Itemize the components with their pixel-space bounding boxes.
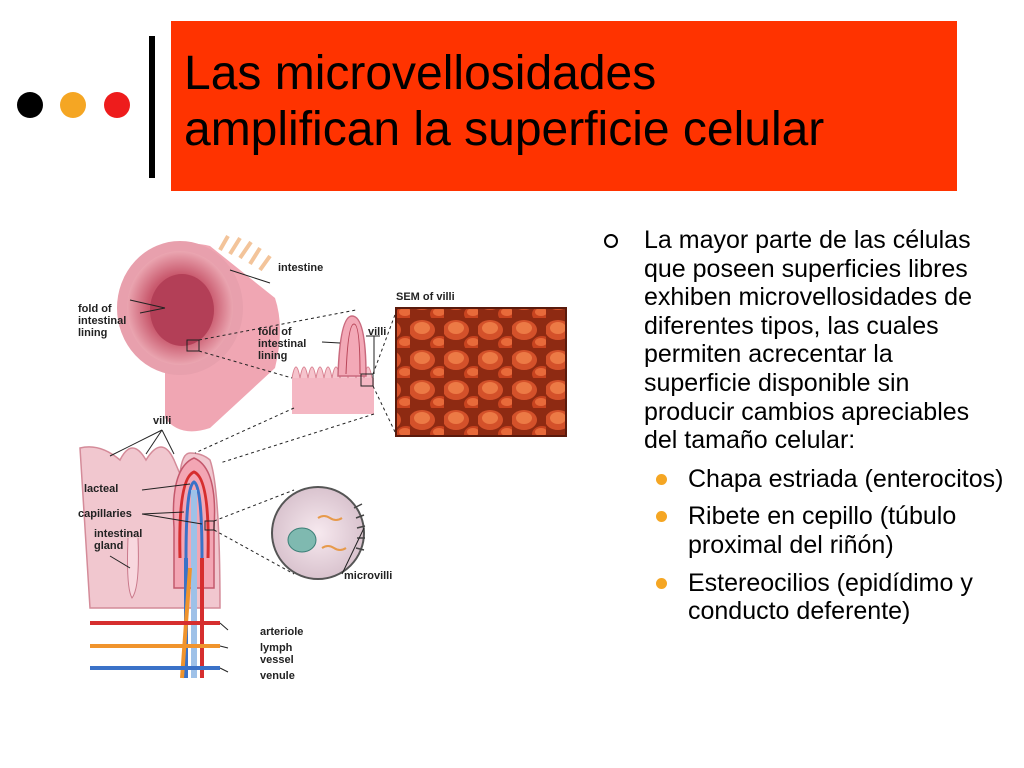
sub-bullet-item: Estereocilios (epidídimo y conducto defe… xyxy=(656,569,1004,626)
label-microvilli: microvilli xyxy=(344,570,393,582)
title-line-1: Las microvellosidades xyxy=(184,47,657,100)
sub-bullet-item: Ribete en cepillo (túbulo proximal del r… xyxy=(656,502,1004,559)
label-capillaries: capillaries xyxy=(78,508,132,520)
title-band xyxy=(171,21,957,191)
label-lymph-vessel: lymph vessel xyxy=(260,642,294,666)
sub-bullet-text: Chapa estriada (enterocitos) xyxy=(688,464,1004,493)
title-line-2: amplifican la superficie celular xyxy=(184,103,825,156)
orange-bullet-icon xyxy=(656,473,667,485)
ring-bullet-icon xyxy=(604,234,618,248)
villus-section xyxy=(79,446,221,679)
intestine-villi-illustration: intestine fold of intestinal lining fold… xyxy=(70,228,570,688)
label-intestinal-gland: intestinal gland xyxy=(94,528,143,552)
sub-bullet-text: Ribete en cepillo (túbulo proximal del r… xyxy=(688,502,957,559)
label-villi-top: villi xyxy=(368,326,387,338)
label-lacteal: lacteal xyxy=(84,483,119,495)
red-dot-icon xyxy=(104,92,130,118)
label-venule: venule xyxy=(260,670,295,682)
intestine-tube xyxy=(117,235,280,432)
orange-bullet-icon xyxy=(656,511,667,523)
label-fold-of-intestinal-lining: fold of intestinal lining xyxy=(78,303,127,339)
label-arteriole: arteriole xyxy=(260,626,304,638)
orange-bullet-icon xyxy=(656,577,667,589)
label-intestine: intestine xyxy=(278,262,324,274)
title-divider-bar xyxy=(149,36,155,178)
bullet-list: La mayor parte de las células que poseen… xyxy=(604,226,1004,635)
sem-photo xyxy=(395,307,567,437)
sub-bullet-text: Estereocilios (epidídimo y conducto defe… xyxy=(688,568,973,626)
slide-title: Las microvellosidades amplifican la supe… xyxy=(184,46,944,158)
fold-lining-block xyxy=(291,315,374,414)
sub-bullet-item: Chapa estriada (enterocitos) xyxy=(656,465,1004,494)
cell-circle xyxy=(271,486,366,580)
label-fold-of-intestinal-lining-2: fold of intestinal lining xyxy=(258,326,307,362)
leader-lines xyxy=(109,269,397,673)
orange-dot-icon xyxy=(60,92,86,118)
black-dot-icon xyxy=(17,92,43,118)
illustration-drawing xyxy=(79,235,567,679)
label-sem-of-villi: SEM of villi xyxy=(396,291,455,303)
label-villi-left: villi xyxy=(153,415,172,427)
main-bullet-text: La mayor parte de las células que poseen… xyxy=(644,226,972,455)
main-bullet: La mayor parte de las células que poseen… xyxy=(604,226,1004,455)
sub-bullet-list: Chapa estriada (enterocitos) Ribete en c… xyxy=(656,465,1004,626)
